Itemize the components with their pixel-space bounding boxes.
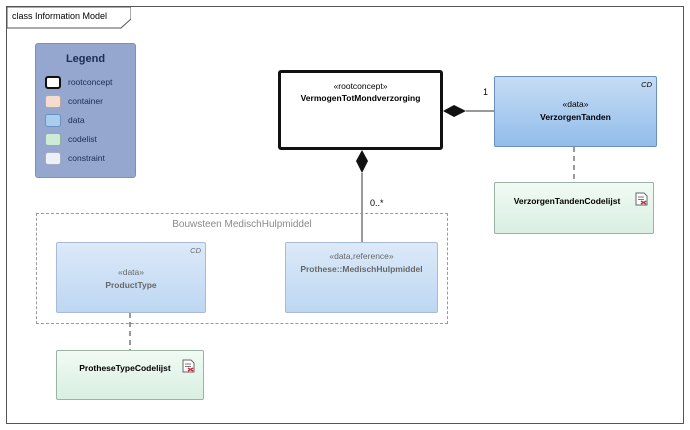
node-verzorgen-tanden-codelijst[interactable]: VerzorgenTandenCodelijst bbox=[494, 182, 654, 234]
node-producttype[interactable]: CD «data» ProductType bbox=[56, 242, 206, 313]
composition-diamond-bottom bbox=[356, 150, 368, 173]
node-prothese-medischhulpmiddel[interactable]: «data,reference» Prothese::MedischHulpmi… bbox=[285, 242, 438, 313]
node-stereotype: «rootconcept» bbox=[333, 81, 388, 91]
legend-label-container: container bbox=[68, 96, 103, 106]
legend-swatch-constraint bbox=[45, 152, 61, 165]
legend-label-constraint: constraint bbox=[68, 153, 105, 163]
frame-label: class Information Model bbox=[7, 7, 131, 29]
node-name: VerzorgenTandenCodelijst bbox=[513, 196, 621, 206]
node-stereotype: «data» bbox=[562, 99, 589, 109]
legend-label-data: data bbox=[68, 115, 85, 125]
codelist-document-icon bbox=[635, 192, 648, 206]
node-name: VerzorgenTanden bbox=[540, 112, 611, 122]
multiplicity-root-prothese: 0..* bbox=[370, 198, 384, 208]
codelist-document-icon bbox=[182, 359, 195, 373]
node-vermogen-tot-mondverzorging[interactable]: «rootconcept» VermogenTotMondverzorging bbox=[278, 70, 443, 150]
node-name: ProtheseTypeCodelijst bbox=[79, 363, 171, 373]
node-stereotype: «data» bbox=[118, 267, 144, 277]
legend-label-rootconcept: rootconcept bbox=[68, 77, 113, 87]
legend-swatch-codelist bbox=[45, 133, 61, 146]
composition-diamond-right bbox=[443, 105, 466, 117]
legend-swatch-container bbox=[45, 95, 61, 108]
legend-title: Legend bbox=[65, 53, 106, 65]
frame-title: class Information Model bbox=[12, 11, 108, 21]
node-tag: CD bbox=[190, 246, 201, 255]
node-verzorgen-tanden[interactable]: CD «data» VerzorgenTanden bbox=[494, 76, 657, 147]
multiplicity-root-verzorgen: 1 bbox=[483, 87, 489, 97]
node-name: VermogenTotMondverzorging bbox=[300, 93, 421, 103]
legend-label-codelist: codelist bbox=[68, 134, 97, 144]
node-name: Prothese::MedischHulpmiddel bbox=[300, 264, 423, 274]
group-label: Bouwsteen MedischHulpmiddel bbox=[172, 219, 312, 230]
node-prothese-type-codelijst[interactable]: ProtheseTypeCodelijst bbox=[56, 350, 204, 400]
group-bouwsteen-medischhulpmiddel[interactable]: Bouwsteen MedischHulpmiddel bbox=[36, 213, 448, 324]
legend-swatch-rootconcept bbox=[45, 76, 61, 89]
node-tag: CD bbox=[641, 80, 652, 89]
legend-swatch-data bbox=[45, 114, 61, 127]
node-stereotype: «data,reference» bbox=[329, 251, 394, 261]
node-name: ProductType bbox=[105, 280, 157, 290]
